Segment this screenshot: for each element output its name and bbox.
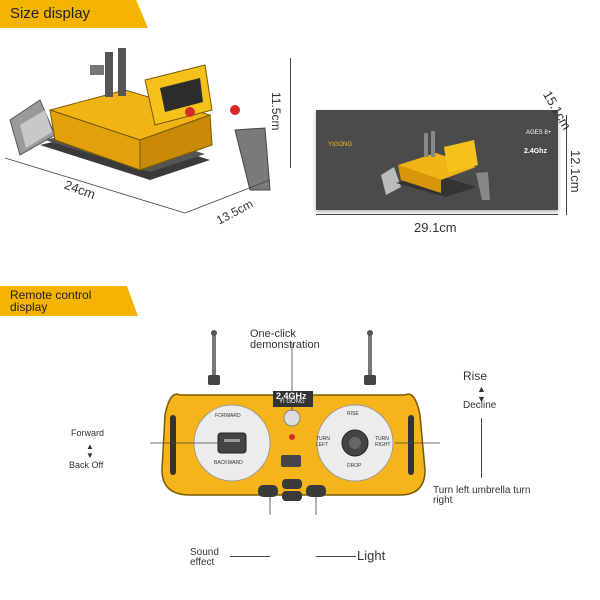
forward-back-arrows: ▲▼: [86, 442, 94, 460]
sound-pointer-line: [230, 556, 270, 557]
box-ages: AGES 8+: [526, 130, 552, 136]
right-antenna: [368, 333, 372, 381]
remote-control: [150, 330, 440, 515]
remote-display-banner: Remote control display: [0, 286, 138, 316]
box-logo: YIGONG: [328, 142, 353, 148]
remote-brand: YI GONG: [279, 399, 305, 405]
box-frequency: 2.4Ghz: [524, 148, 547, 155]
box-width-label: 29.1cm: [414, 220, 457, 235]
remote-frequency: 2.4GHz: [276, 391, 307, 401]
back-off-label: Back Off: [69, 460, 104, 470]
backward-text: BACKWARD: [214, 460, 243, 466]
light-pointer-line: [316, 556, 356, 557]
left-antenna: [212, 333, 216, 381]
size-display-banner: Size display: [0, 0, 148, 28]
forward-text: FORWARD: [215, 413, 241, 419]
rise-label: Rise: [463, 369, 488, 383]
box-bulldozer-image: [381, 131, 490, 200]
drop-text: DROP: [347, 463, 362, 469]
forward-label: Forward: [71, 428, 105, 438]
turn-right-text: TURN RIGHT: [375, 436, 391, 448]
rise-text: RISE: [347, 411, 359, 417]
turn-left-text: TURN LEFT: [316, 436, 330, 448]
product-box: YIGONG AGES 8+ 2.4Ghz: [316, 110, 558, 210]
turn-pointer-line: [481, 418, 482, 478]
box-height-label: 12.1cm: [568, 150, 583, 193]
box-height-line: [566, 115, 567, 215]
bulldozer-image: [4, 48, 271, 214]
decline-label: Decline: [463, 400, 497, 411]
sound-effect-button[interactable]: [258, 485, 278, 497]
turn-label: Turn left umbrella turn right: [433, 485, 531, 506]
rise-decline-arrows: ▲▼: [477, 384, 486, 404]
height-label: 11.5cm: [269, 92, 283, 131]
height-dimension-line: [290, 58, 291, 168]
sound-effect-label: Sound effect: [190, 547, 219, 568]
one-click-label: One-click demonstration: [250, 328, 320, 351]
box-width-line: [316, 214, 558, 215]
light-button[interactable]: [306, 485, 326, 497]
light-label: Light: [357, 548, 386, 563]
